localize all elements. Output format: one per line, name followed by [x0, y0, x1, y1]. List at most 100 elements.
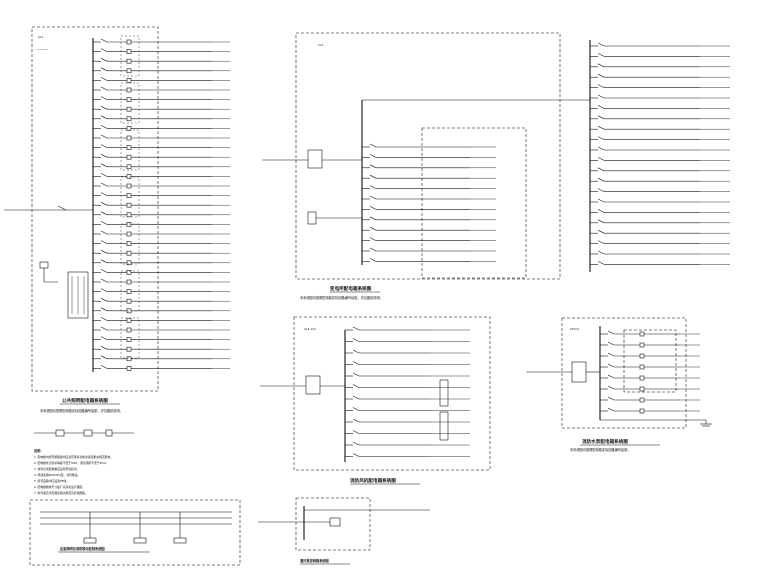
branch-contactor: [126, 49, 132, 54]
branch-circuit: [590, 188, 730, 192]
branch-breaker: [100, 326, 108, 331]
branch-contactor: [639, 408, 645, 414]
panel-sump-caption: 潜污泵控制箱系统图: [300, 558, 329, 563]
branch-circuit: [93, 144, 230, 150]
branch-breaker: [100, 57, 108, 62]
branch-breaker: [369, 174, 377, 179]
branch-circuit: [93, 192, 230, 198]
branch-breaker: [352, 384, 360, 388]
branch-contactor: [126, 135, 132, 141]
branch-circuit: [590, 42, 730, 47]
branch-breaker: [100, 278, 108, 283]
branch-circuit: [590, 115, 730, 120]
branch-breaker: [100, 173, 108, 177]
branch-breaker: [100, 67, 108, 72]
branch-circuit: [362, 206, 496, 210]
branch-breaker: [597, 198, 605, 203]
panel-al2-caption-group: 变电所配电箱系统图 本系统图均按照配电箱实际回路编号绘制，详见图纸说明。: [300, 285, 383, 300]
branch-breaker: [369, 216, 377, 221]
branch-circuit: [345, 338, 470, 342]
branch-breaker: [352, 349, 360, 354]
note-line-6: 6. 配电箱箱体尺寸由厂家深化设计确定。: [34, 485, 85, 489]
branch-circuit: [600, 374, 700, 381]
branch-breaker: [352, 430, 360, 434]
branch-breaker: [100, 48, 108, 52]
branch-contactor: [126, 222, 132, 227]
panel-al2-id: AL2: [318, 43, 323, 47]
branch-contactor: [126, 202, 132, 208]
panel-al1-caption: 公共照明配电箱系统图: [62, 397, 108, 404]
branch-circuit: [93, 77, 230, 83]
branch-breaker: [607, 363, 615, 368]
branch-breaker: [597, 42, 605, 47]
branch-breaker: [369, 143, 377, 148]
branch-breaker: [597, 188, 605, 192]
branch-breaker: [100, 38, 108, 43]
branch-breaker: [100, 163, 108, 168]
branch-breaker: [100, 105, 108, 110]
branch-contactor: [126, 164, 132, 170]
al3-starter-2: [439, 411, 449, 441]
branch-circuit: [93, 67, 230, 74]
branch-circuit: [345, 407, 470, 411]
branch-breaker: [352, 361, 360, 365]
branch-circuit: [93, 259, 230, 266]
branch-contactor: [639, 331, 645, 337]
branch-breaker: [369, 247, 377, 252]
al1-meter-string: [34, 429, 134, 437]
branch-contactor: [126, 116, 132, 122]
branch-breaker: [607, 385, 615, 390]
branch-breaker: [100, 259, 108, 264]
branch-contactor: [126, 39, 132, 45]
branch-breaker: [100, 77, 108, 81]
branch-circuit: [93, 317, 230, 323]
branch-circuit: [93, 134, 230, 141]
branch-circuit: [590, 94, 730, 99]
branch-breaker: [100, 365, 108, 369]
panel-al2-border: [295, 32, 561, 280]
branch-circuit: [345, 441, 470, 446]
branch-contactor: [126, 154, 132, 160]
panel-al2-caption: 变电所配电箱系统图: [330, 285, 372, 292]
note-line-3: 3. 消防负荷配电箱应设有明显标志。: [34, 467, 80, 471]
branch-circuit: [600, 407, 700, 414]
branch-contactor: [639, 386, 645, 392]
note-line-4: 4. 导线选用WDZ-BYJ型，穿管敷设。: [34, 473, 80, 477]
panel-al3-border: [293, 316, 491, 471]
branch-contactor: [126, 183, 132, 189]
branch-breaker: [597, 105, 605, 109]
branch-contactor: [639, 375, 645, 381]
branch-circuit: [93, 86, 230, 93]
branch-circuit: [345, 349, 470, 354]
branch-circuit: [93, 221, 230, 227]
branch-circuit: [590, 157, 730, 161]
branch-breaker: [100, 240, 108, 244]
branch-breaker: [597, 167, 605, 172]
panel-al1-subcaption: 本系统图均按照配电箱实际回路编号绘制，详见图纸说明。: [40, 408, 123, 413]
branch-circuit: [590, 229, 730, 234]
panel-al2-subcaption: 本系统图均按照配电箱实际回路编号绘制，详见图纸说明。: [300, 295, 383, 300]
al1-main-breaker: [57, 205, 67, 211]
al1-contactor-frame: [120, 176, 140, 218]
branch-breaker: [607, 341, 615, 346]
branch-breaker: [352, 338, 360, 342]
branch-contactor: [126, 78, 132, 83]
branch-circuit: [590, 219, 730, 224]
branch-contactor: [126, 193, 132, 198]
branch-contactor: [126, 126, 132, 131]
panel-at1-subcaption: 本系统图均按照配电箱实际回路编号绘制。: [570, 447, 631, 452]
branch-breaker: [597, 94, 605, 99]
branch-breaker: [597, 146, 605, 151]
branch-circuit: [590, 240, 730, 244]
branch-circuit: [93, 365, 230, 371]
branch-contactor: [126, 289, 132, 294]
branch-circuit: [590, 198, 730, 203]
branch-breaker: [597, 63, 605, 68]
branch-circuit: [362, 185, 496, 189]
branch-breaker: [100, 182, 108, 187]
branch-breaker: [100, 211, 108, 216]
branch-circuit: [93, 96, 230, 102]
branch-circuit: [590, 84, 730, 88]
branch-breaker: [100, 345, 108, 350]
branch-contactor: [126, 231, 132, 237]
